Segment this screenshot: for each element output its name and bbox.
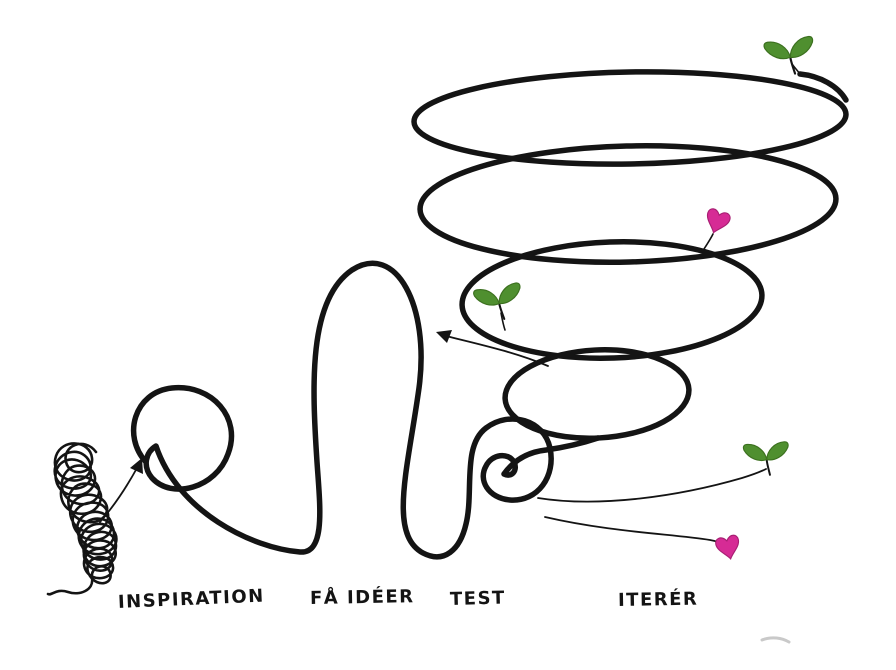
- sprout-icon: [762, 34, 818, 79]
- coil-loop-4: [411, 69, 849, 167]
- coil-loop-1: [502, 347, 692, 441]
- branch-to-heart: [544, 516, 727, 547]
- scribble-tangle: [46, 442, 118, 596]
- heart-icon: [714, 533, 743, 562]
- sprout-icon: [472, 281, 527, 325]
- arrow-line-out-of-tangle: [99, 467, 138, 523]
- smudge-mark: [760, 636, 791, 644]
- main-squiggle-line: [130, 260, 601, 560]
- arrowhead-icon: [130, 458, 143, 474]
- spiral-coil: [411, 69, 849, 441]
- arrow-line-into-loop: [445, 335, 549, 367]
- arrowhead-icon: [436, 330, 452, 343]
- coil-loop-2: [459, 239, 765, 361]
- sprout-stem-line: [500, 312, 506, 331]
- coil-loop-3: [417, 143, 839, 265]
- heart-icon: [702, 206, 733, 237]
- heart-stem-line: [701, 233, 714, 253]
- sprout-icon: [742, 440, 792, 478]
- branch-to-sprout: [537, 468, 767, 503]
- coil-tail: [797, 71, 849, 103]
